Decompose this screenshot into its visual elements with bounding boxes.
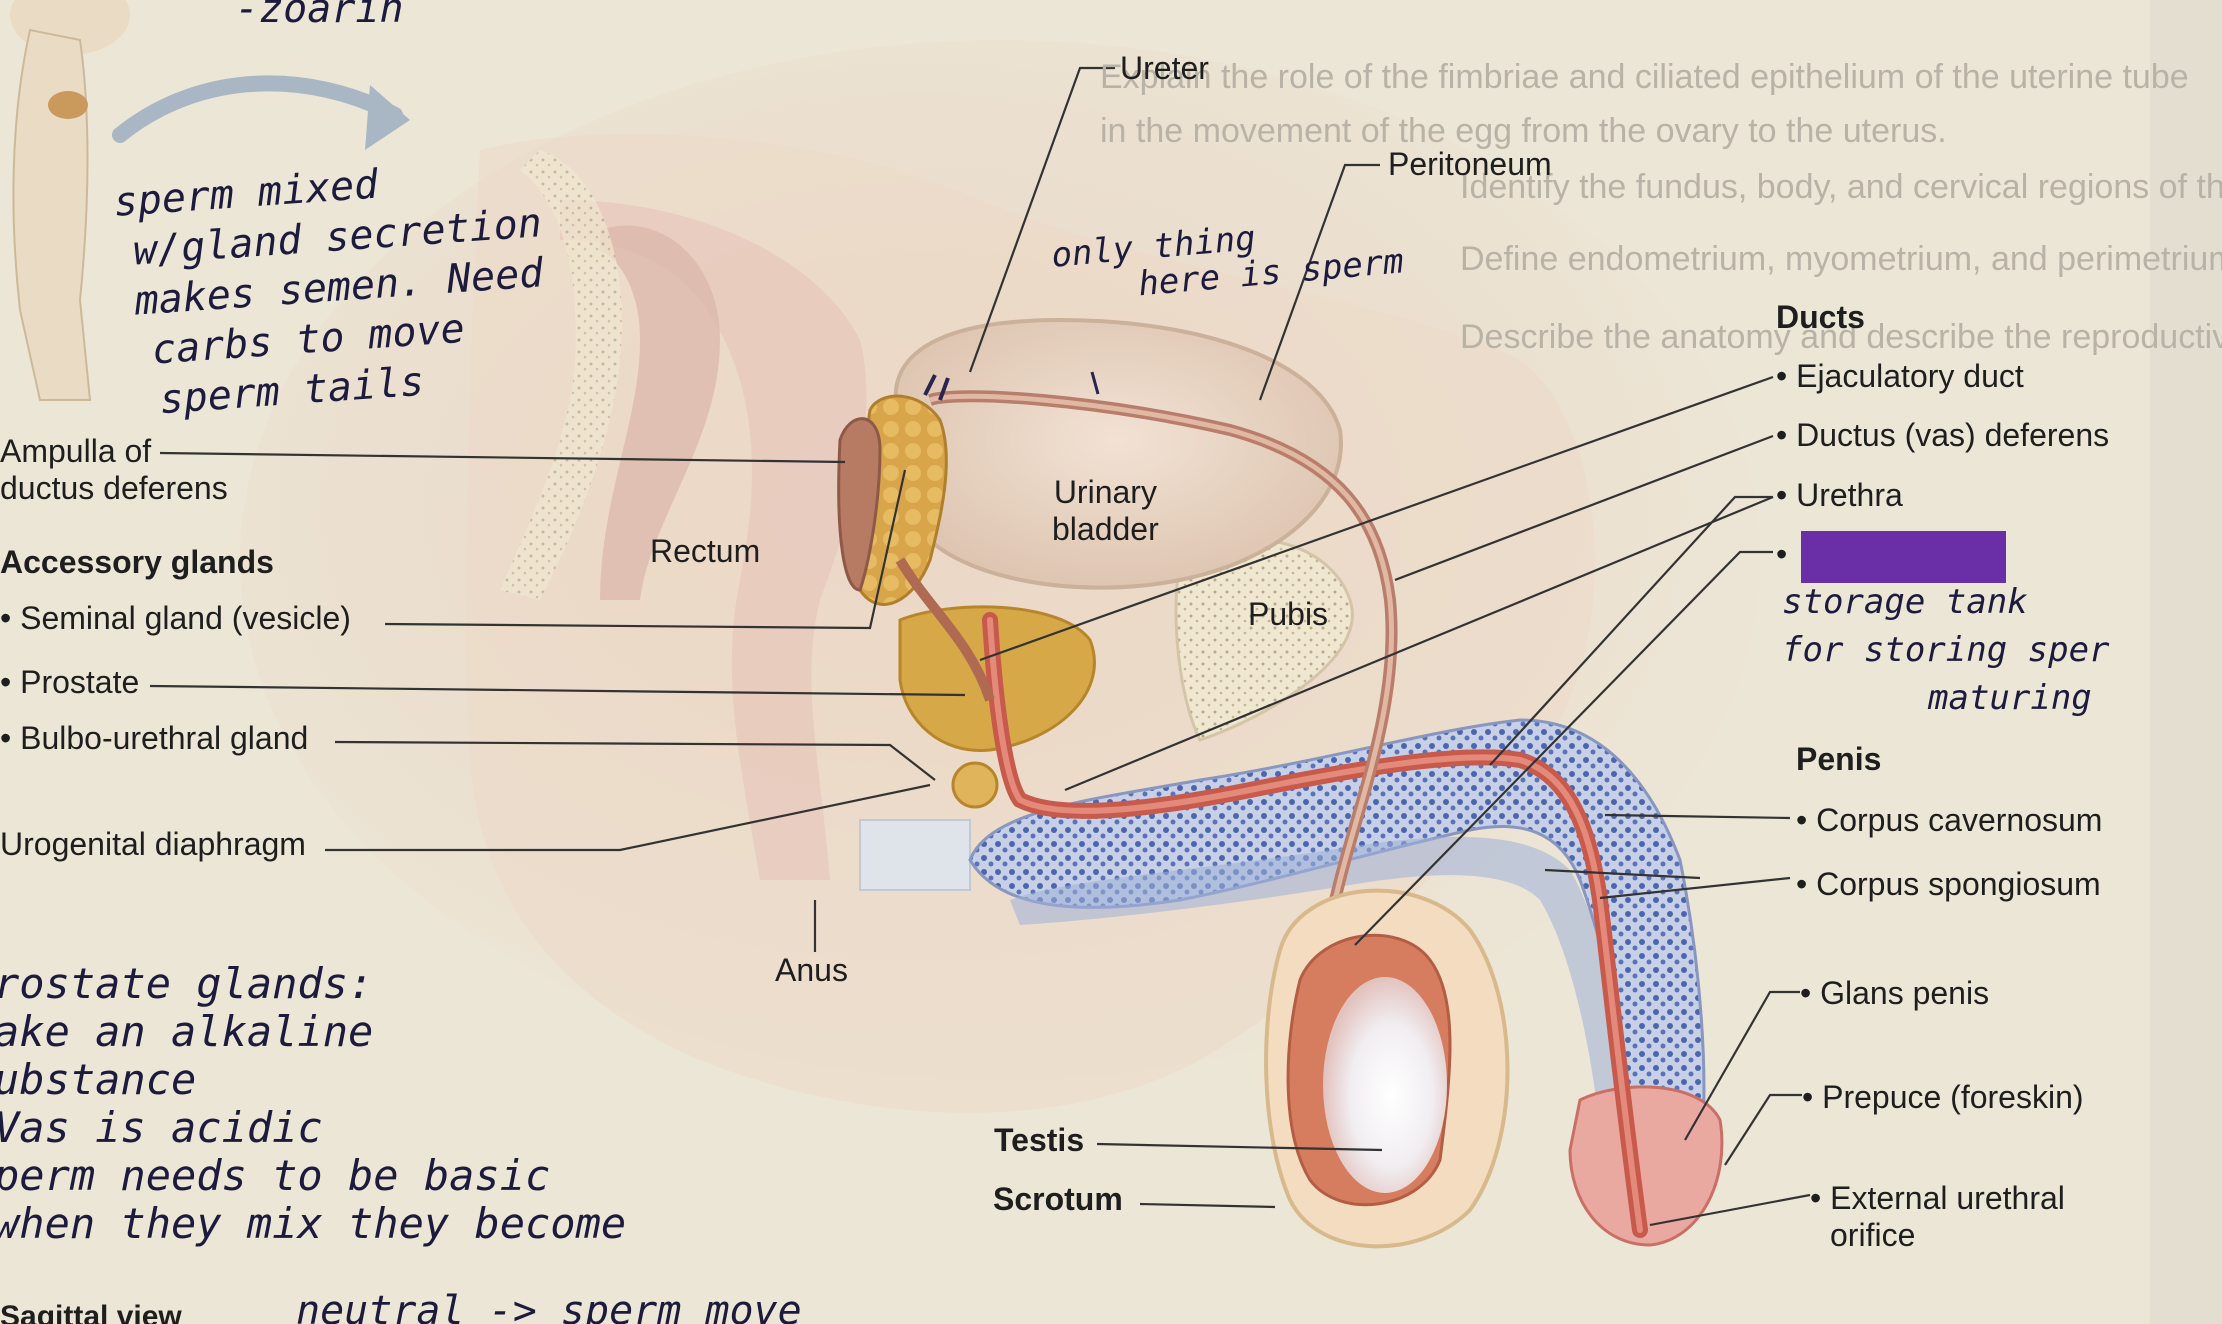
label-ducts-header: Ducts — [1776, 299, 1865, 335]
label-urinary-bladder: Urinary bladder — [1052, 474, 1159, 547]
label-urogenital-diaphragm: Urogenital diaphragm — [0, 826, 306, 862]
label-rectum: Rectum — [650, 533, 761, 569]
handwriting-prostate-note: rostate glands: ake an alkaline ubstance… — [0, 959, 627, 1248]
label-ureter: Ureter — [1120, 50, 1209, 86]
label-prepuce: Prepuce (foreskin) — [1802, 1079, 2083, 1116]
handwriting-top-partial: -zoarin — [235, 0, 404, 32]
label-corpus-cavernosum: Corpus cavernosum — [1796, 802, 2102, 839]
label-peritoneum: Peritoneum — [1388, 146, 1552, 182]
label-glans-penis: Glans penis — [1800, 975, 1989, 1012]
label-prostate: Prostate — [0, 664, 139, 701]
bg-text-1: Explain the role of the fimbriae and cil… — [1100, 58, 2189, 96]
handwriting-storage-note: storage tank for storing sper maturing — [1782, 582, 2110, 718]
label-anus: Anus — [775, 952, 848, 988]
label-testis: Testis — [994, 1122, 1085, 1158]
label-pubis: Pubis — [1248, 596, 1329, 632]
label-urethra: Urethra — [1776, 477, 1903, 514]
label-ejaculatory-duct: Ejaculatory duct — [1776, 358, 2024, 395]
label-accessory-glands-header: Accessory glands — [0, 544, 274, 580]
label-redacted-item — [1776, 536, 1787, 573]
handwriting-bottom-partial: neutral -> sperm move — [296, 1288, 802, 1324]
bg-text-3: Identify the fundus, body, and cervical … — [1460, 168, 2222, 206]
label-external-urethral-orifice: External urethral orifice — [1810, 1180, 2065, 1254]
label-corpus-spongiosum: Corpus spongiosum — [1796, 866, 2101, 903]
label-penis-header: Penis — [1796, 741, 1882, 777]
label-scrotum: Scrotum — [993, 1181, 1123, 1217]
bg-text-4: Define endometrium, myometrium, and peri… — [1460, 240, 2222, 278]
label-ampulla: Ampulla of ductus deferens — [0, 433, 228, 506]
label-bulbo-urethral-gland: Bulbo-urethral gland — [0, 720, 308, 757]
handwriting-sperm-note: sperm mixed w/gland secretion makes seme… — [112, 161, 545, 424]
bg-text-5: Describe the anatomy and describe the re… — [1460, 318, 2222, 356]
small-figure-illustration — [10, 0, 130, 401]
label-seminal-gland: Seminal gland (vesicle) — [0, 600, 351, 637]
redaction-box — [1801, 531, 2006, 583]
label-ductus-deferens: Ductus (vas) deferens — [1776, 417, 2109, 454]
label-sagittal-view: Sagittal view — [0, 1300, 182, 1324]
bg-text-2: in the movement of the egg from the ovar… — [1100, 112, 1947, 150]
